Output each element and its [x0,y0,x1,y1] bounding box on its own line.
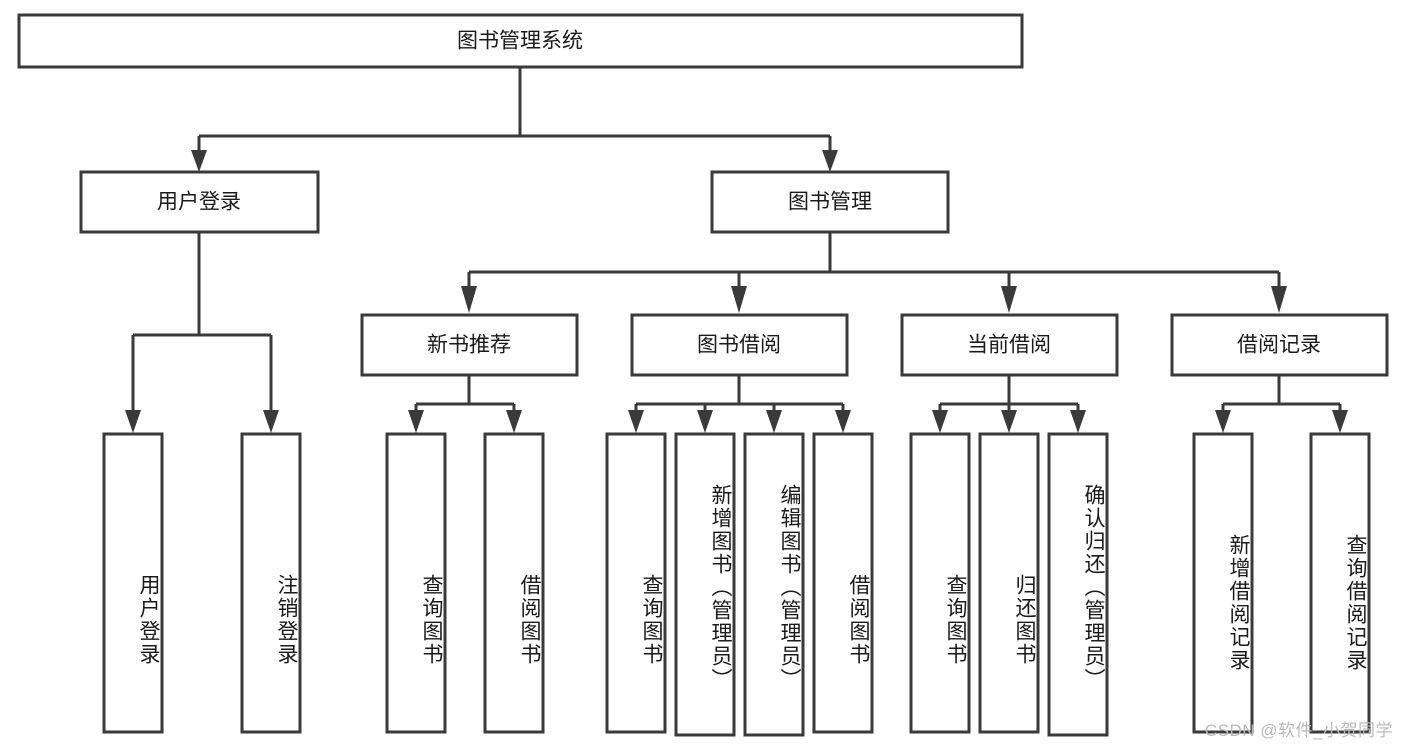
connector-userlogin-to-leaves [125,232,279,433]
connector-borrowrecord-to-leaves [1215,375,1348,433]
node-borrow-record[interactable]: 借阅记录 [1170,313,1389,377]
leaf-box-user-login[interactable] [102,432,164,734]
connector-root-to-level2 [191,67,838,172]
leaf-box-borrow-book-1[interactable] [483,432,545,734]
node-current-borrow[interactable]: 当前借阅 [900,313,1119,377]
connector-currentborrow-to-leaves [932,375,1086,433]
leaf-box-return-book[interactable] [978,432,1040,734]
leaf-box-add-book[interactable] [674,432,736,737]
leaf-box-confirm-return[interactable] [1047,432,1109,737]
node-borrow-record-label: 借阅记录 [1237,334,1321,357]
connector-newbook-to-leaves [408,375,522,433]
leaf-box-add-record[interactable] [1192,432,1254,734]
node-book-manage-label: 图书管理 [788,191,872,214]
node-root[interactable]: 图书管理系统 [17,13,1024,69]
connector-bookmanage-to-level3 [461,232,1287,313]
leaf-box-user-logout[interactable] [240,432,302,734]
node-new-book-recommend[interactable]: 新书推荐 [360,313,579,377]
node-current-borrow-label: 当前借阅 [967,334,1051,357]
node-book-borrow[interactable]: 图书借阅 [630,313,849,377]
connector-bookborrow-to-leaves [628,375,851,433]
leaf-box-borrow-book-2[interactable] [812,432,874,734]
leaf-box-query-book-1[interactable] [385,432,447,734]
leaf-box-edit-book[interactable] [743,432,805,737]
node-user-login-label: 用户登录 [157,191,241,214]
node-root-label: 图书管理系统 [457,30,583,53]
leaf-box-query-book-2[interactable] [605,432,667,734]
csdn-watermark: CSDN @软件_小贺同学 [1204,721,1393,740]
node-book-manage[interactable]: 图书管理 [710,170,950,234]
node-book-borrow-label: 图书借阅 [697,334,781,357]
node-user-login[interactable]: 用户登录 [79,170,320,234]
node-new-book-recommend-label: 新书推荐 [427,334,511,357]
leaf-box-query-record[interactable] [1309,432,1371,734]
leaf-box-query-book-3[interactable] [909,432,971,734]
